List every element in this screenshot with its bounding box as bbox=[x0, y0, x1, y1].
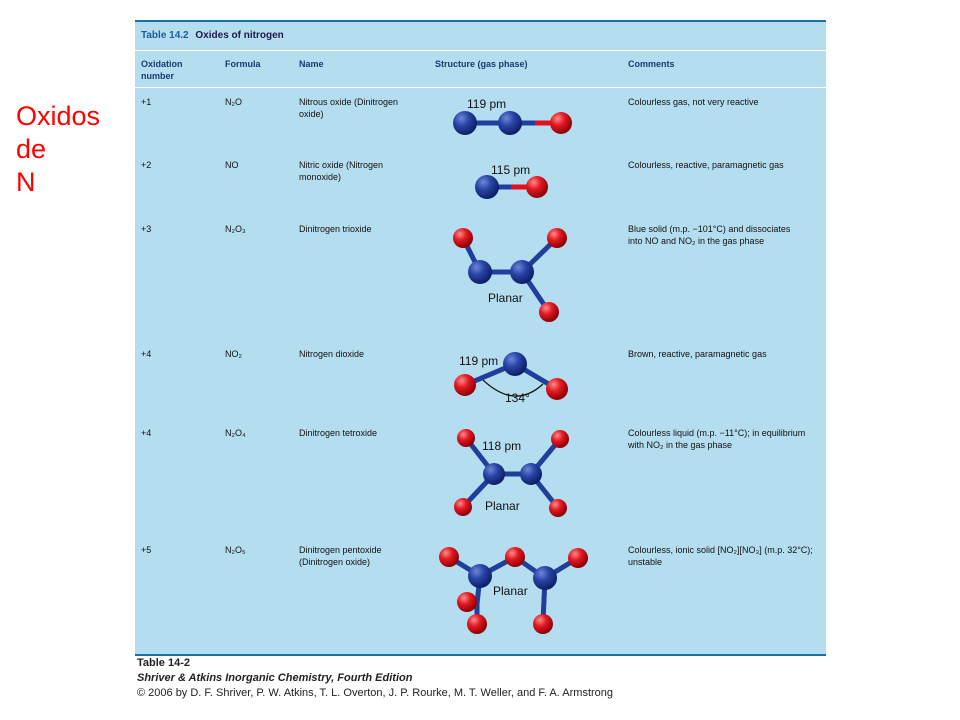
header-divider bbox=[135, 87, 826, 88]
planar-label: Planar bbox=[488, 291, 523, 305]
oxidation-cell: +4 bbox=[141, 349, 152, 359]
oxygen-atom bbox=[454, 498, 472, 516]
formula-cell: N₂O₄ bbox=[225, 428, 246, 438]
nitrogen-atom bbox=[468, 564, 492, 588]
comment-cell: Colourless, reactive, paramagnetic gas bbox=[628, 160, 784, 170]
oxygen-atom bbox=[467, 614, 487, 634]
oxides-table: Table 14.2 Oxides of nitrogen Oxidation … bbox=[135, 20, 826, 656]
oxygen-atom bbox=[550, 112, 572, 134]
slide-title-line: Oxidos bbox=[16, 101, 101, 131]
header-name: Name bbox=[299, 59, 324, 69]
oxygen-atom bbox=[539, 302, 559, 322]
comment-cell: Colourless, ionic solid [NO₂][NO₃] (m.p.… bbox=[628, 545, 813, 567]
structures-panel: 119 pm 115 pm Planar bbox=[439, 97, 588, 634]
table-caption: Table 14-2 Shriver & Atkins Inorganic Ch… bbox=[137, 656, 613, 701]
oxygen-atom bbox=[454, 374, 476, 396]
oxygen-atom bbox=[457, 592, 477, 612]
oxidation-cell: +2 bbox=[141, 160, 152, 170]
formula-cell: N₂O₅ bbox=[225, 545, 246, 555]
table-title: Table 14.2 Oxides of nitrogen bbox=[141, 30, 284, 41]
planar-label: Planar bbox=[485, 499, 520, 513]
formula-cell: NO₂ bbox=[225, 349, 242, 359]
oxygen-atom bbox=[439, 547, 459, 567]
planar-label: Planar bbox=[493, 584, 528, 598]
slide-title: Oxidos de N bbox=[16, 100, 100, 199]
nitrogen-atom bbox=[503, 352, 527, 376]
caption-book-title: Shriver & Atkins Inorganic Chemistry, Fo… bbox=[137, 672, 413, 684]
oxygen-atom bbox=[549, 499, 567, 517]
comment-cell: Blue solid (m.p. −101°C) and dissociates… bbox=[628, 224, 791, 246]
nitrogen-atom bbox=[510, 260, 534, 284]
no2-structure: 119 pm 134° bbox=[454, 352, 568, 405]
oxidation-cell: +4 bbox=[141, 428, 152, 438]
table-number: Table 14.2 bbox=[141, 30, 189, 41]
name-cell: Dinitrogen trioxide bbox=[299, 224, 372, 234]
oxidation-cell: +3 bbox=[141, 224, 152, 234]
formula-cell: N₂O₃ bbox=[225, 224, 246, 234]
header-divider bbox=[135, 50, 826, 51]
oxygen-atom bbox=[551, 430, 569, 448]
oxygen-atom bbox=[568, 548, 588, 568]
n2o-structure: 119 pm bbox=[453, 97, 572, 135]
caption-table-number: Table 14-2 bbox=[137, 657, 190, 669]
name-cell: Dinitrogen tetroxide bbox=[299, 428, 378, 438]
formula-cell: NO bbox=[225, 160, 239, 170]
n2o3-structure: Planar bbox=[453, 228, 567, 322]
oxygen-atom bbox=[526, 176, 548, 198]
nitrogen-atom bbox=[520, 463, 542, 485]
formula-cell: N₂O bbox=[225, 97, 242, 107]
oxygen-atom bbox=[546, 378, 568, 400]
nitrogen-atom bbox=[498, 111, 522, 135]
caption-copyright: © 2006 by D. F. Shriver, P. W. Atkins, T… bbox=[137, 687, 614, 699]
bond-length-label: 119 pm bbox=[467, 97, 506, 111]
nitrogen-atom bbox=[453, 111, 477, 135]
nitrogen-atom bbox=[483, 463, 505, 485]
bond-length-label: 118 pm bbox=[482, 439, 521, 453]
slide-title-line: N bbox=[16, 167, 36, 197]
bond-angle-label: 134° bbox=[505, 391, 530, 405]
bond-length-label: 115 pm bbox=[491, 163, 530, 177]
oxygen-atom bbox=[533, 614, 553, 634]
header-oxidation: Oxidation number bbox=[141, 59, 183, 81]
name-cell: Dinitrogen pentoxide (Dinitrogen oxide) bbox=[299, 545, 382, 567]
nitrogen-atom bbox=[533, 566, 557, 590]
slide-title-line: de bbox=[16, 134, 47, 164]
n2o4-structure: 118 pm Planar bbox=[454, 429, 569, 517]
no-structure: 115 pm bbox=[475, 163, 548, 199]
bond-length-label: 119 pm bbox=[459, 354, 498, 368]
name-cell: Nitrogen dioxide bbox=[299, 349, 365, 359]
header-formula: Formula bbox=[225, 59, 261, 69]
oxygen-atom bbox=[505, 547, 525, 567]
comment-cell: Brown, reactive, paramagnetic gas bbox=[628, 349, 767, 359]
comment-cell: Colourless gas, not very reactive bbox=[628, 97, 759, 107]
n2o5-structure: Planar bbox=[439, 547, 588, 634]
header-comments: Comments bbox=[628, 59, 675, 69]
name-cell: Nitric oxide (Nitrogen monoxide) bbox=[299, 160, 384, 182]
oxygen-atom bbox=[457, 429, 475, 447]
oxidation-cell: +1 bbox=[141, 97, 152, 107]
nitrogen-atom bbox=[468, 260, 492, 284]
comment-cell: Colourless liquid (m.p. −11°C); in equil… bbox=[628, 428, 806, 450]
oxygen-atom bbox=[547, 228, 567, 248]
header-structure: Structure (gas phase) bbox=[435, 59, 528, 69]
nitrogen-atom bbox=[475, 175, 499, 199]
table-title-text: Oxides of nitrogen bbox=[195, 30, 284, 41]
oxidation-cell: +5 bbox=[141, 545, 152, 555]
name-cell: Nitrous oxide (Dinitrogen oxide) bbox=[299, 97, 399, 119]
oxygen-atom bbox=[453, 228, 473, 248]
